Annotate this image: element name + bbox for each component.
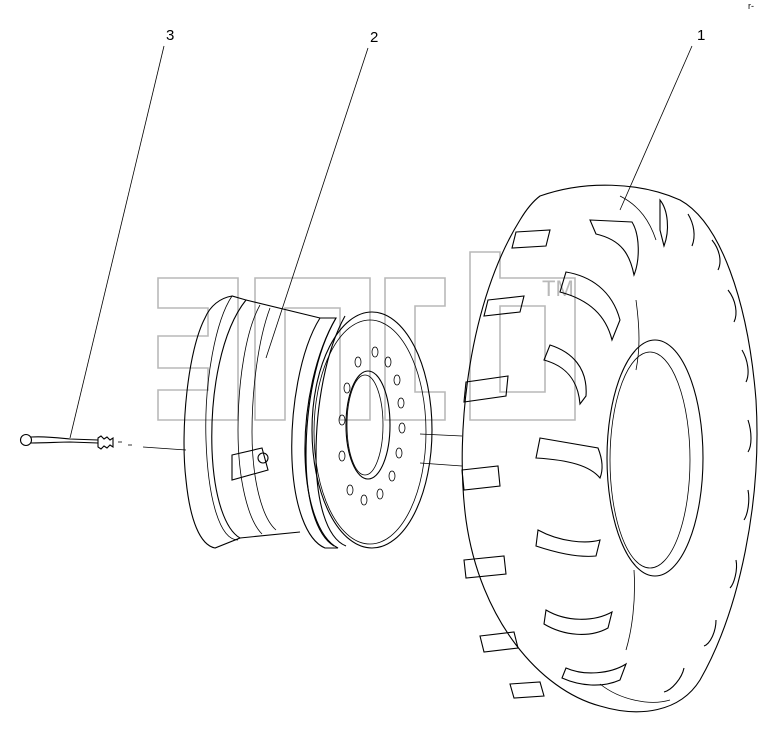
callout-1: 1	[619, 27, 705, 211]
assembly-axis-lines	[128, 433, 463, 467]
wheel-rim	[183, 295, 433, 549]
callout-2: 2	[265, 29, 378, 359]
watermark-trademark: TM	[542, 276, 574, 301]
tire	[461, 184, 758, 713]
tread-lugs	[461, 195, 752, 703]
callout-2-label: 2	[370, 29, 378, 46]
valve-stem	[19, 433, 122, 450]
watermark-logo: TM	[157, 251, 576, 421]
corner-mark: r-	[748, 1, 754, 11]
bolt-holes	[338, 346, 406, 506]
callout-1-label: 1	[697, 27, 705, 44]
callout-3: 3	[69, 27, 174, 439]
callout-3-label: 3	[166, 27, 174, 44]
